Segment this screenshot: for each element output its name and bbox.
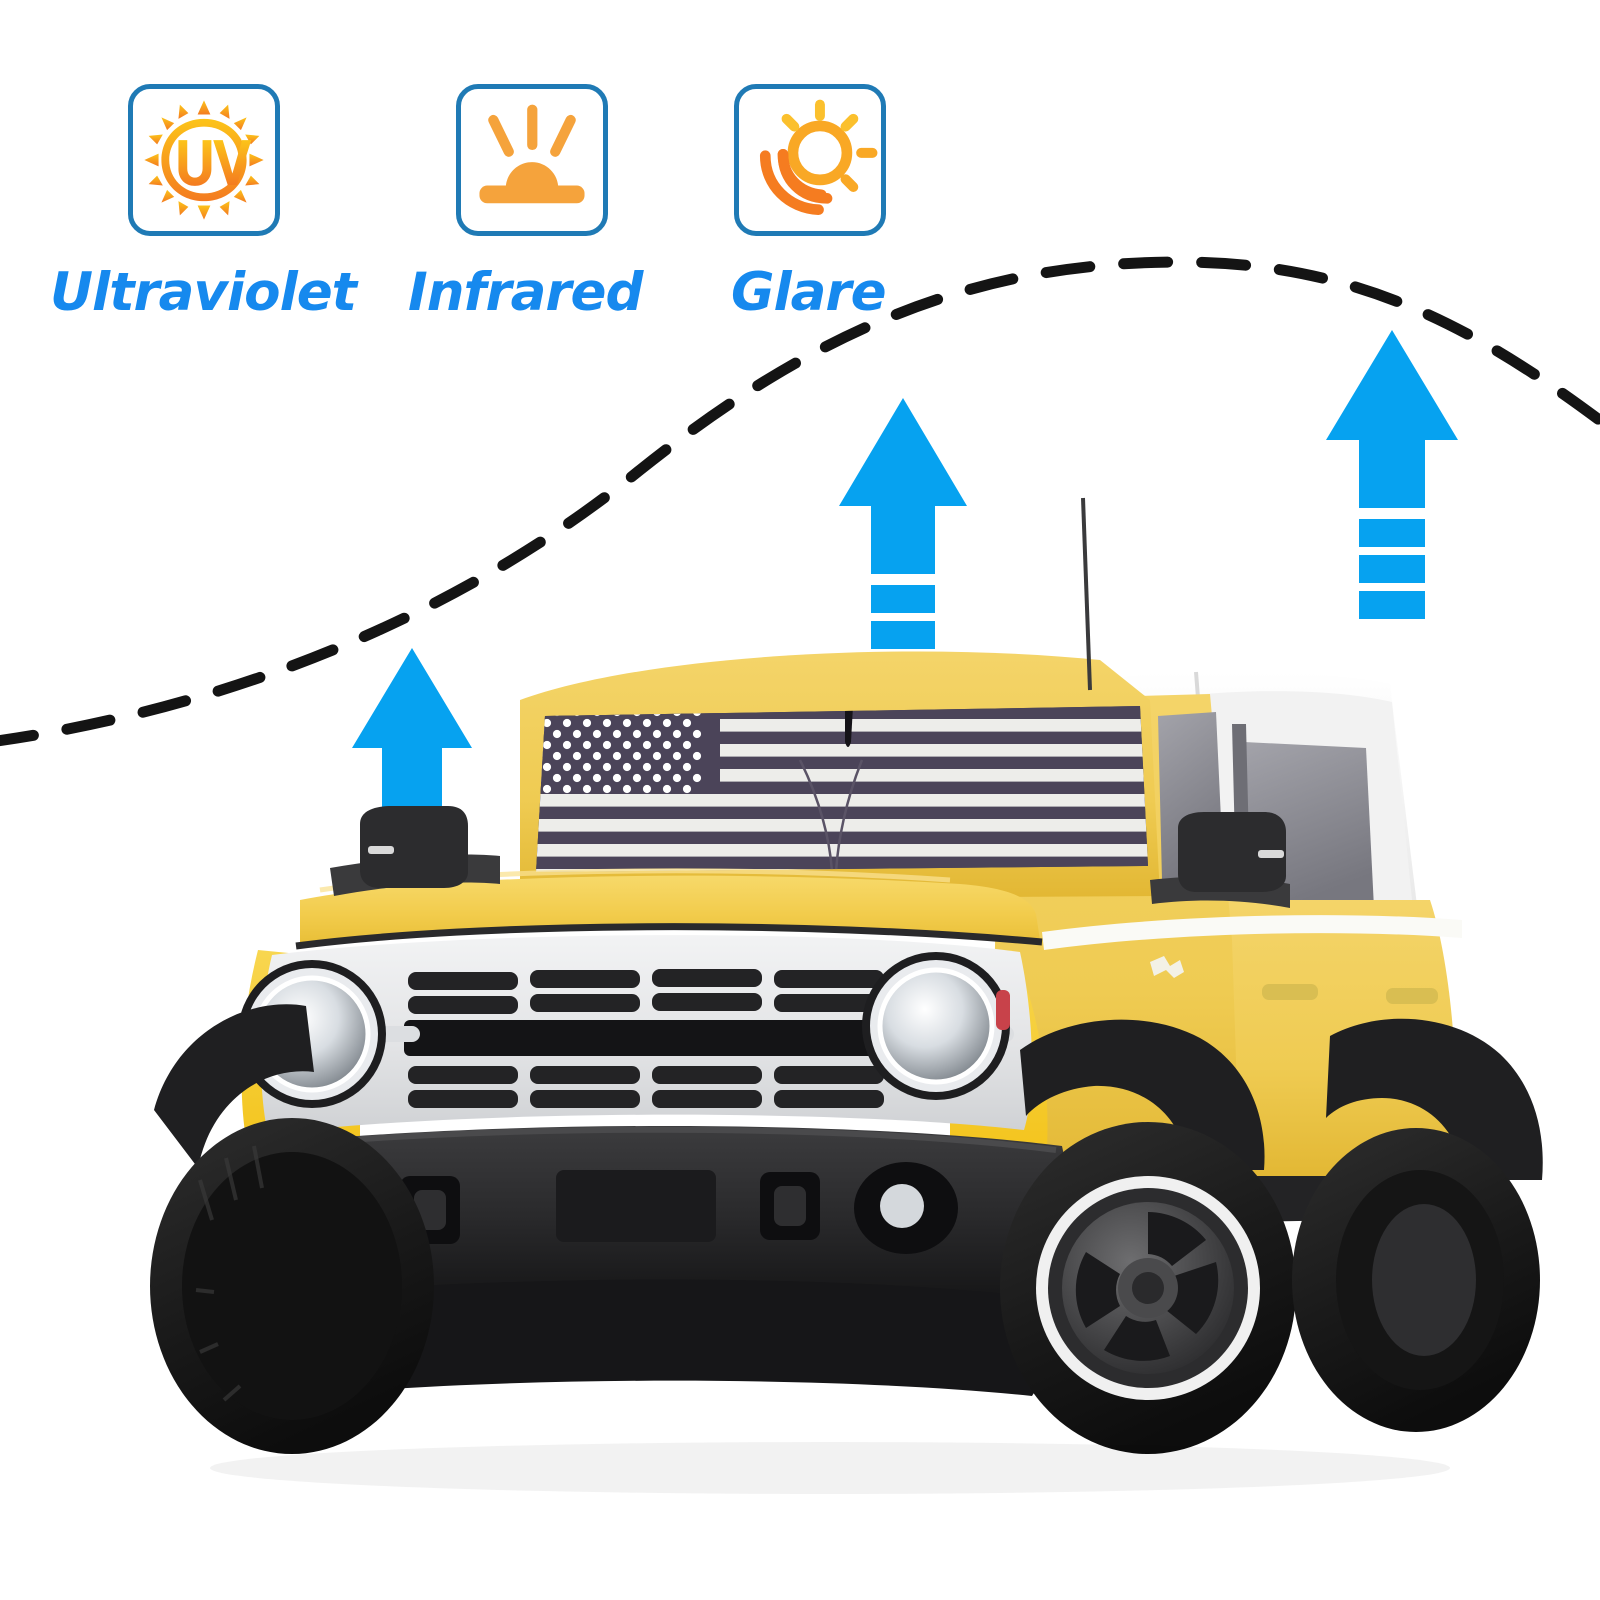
us-flag-sunshade bbox=[536, 706, 1148, 872]
grille-slots-lower bbox=[408, 1066, 884, 1108]
radio-antenna bbox=[1081, 497, 1092, 691]
rising-sun-rays-icon bbox=[456, 84, 608, 236]
front-left-wheel bbox=[150, 1118, 434, 1454]
rear-wheel bbox=[1292, 1128, 1540, 1432]
side-accent-stripe bbox=[1042, 915, 1462, 950]
door-handles bbox=[1262, 984, 1438, 1004]
ground-shadow bbox=[210, 1442, 1450, 1494]
uv-sun-icon bbox=[128, 84, 280, 236]
side-badge bbox=[1150, 956, 1184, 978]
side-mirrors bbox=[360, 806, 1286, 892]
grille-slots-upper bbox=[408, 969, 884, 1014]
front-right-wheel bbox=[1000, 1122, 1296, 1454]
glare-sun-waves-icon bbox=[734, 84, 886, 236]
fender-flares bbox=[154, 1004, 1543, 1180]
